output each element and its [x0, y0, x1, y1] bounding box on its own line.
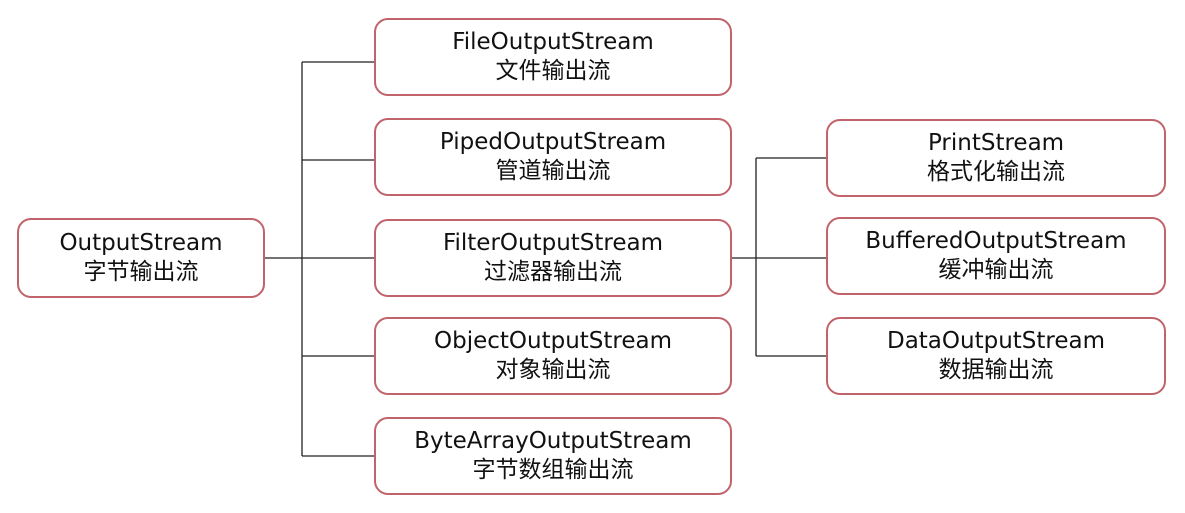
node-description: 过滤器输出流: [484, 259, 622, 285]
node-dataoutputstream: DataOutputStream 数据输出流: [826, 317, 1166, 395]
node-bufferedoutputstream: BufferedOutputStream 缓冲输出流: [826, 217, 1166, 295]
node-description: 字节输出流: [83, 259, 199, 285]
node-description: 数据输出流: [938, 357, 1054, 383]
node-class-name: BufferedOutputStream: [865, 228, 1127, 255]
node-fileoutputstream: FileOutputStream 文件输出流: [374, 18, 732, 96]
node-class-name: FileOutputStream: [452, 29, 654, 56]
node-class-name: FilterOutputStream: [442, 230, 664, 257]
node-pipedoutputstream: PipedOutputStream 管道输出流: [374, 118, 732, 196]
node-class-name: DataOutputStream: [886, 328, 1106, 355]
node-description: 字节数组输出流: [472, 457, 634, 483]
node-printstream: PrintStream 格式化输出流: [826, 119, 1166, 197]
node-class-name: PrintStream: [927, 130, 1065, 157]
node-class-name: ObjectOutputStream: [433, 328, 673, 355]
node-objectoutputstream: ObjectOutputStream 对象输出流: [374, 317, 732, 395]
node-description: 格式化输出流: [927, 159, 1065, 185]
node-outputstream: OutputStream 字节输出流: [17, 218, 265, 298]
node-description: 文件输出流: [495, 58, 611, 84]
node-description: 管道输出流: [495, 158, 611, 184]
node-description: 对象输出流: [495, 357, 611, 383]
node-description: 缓冲输出流: [938, 257, 1054, 283]
node-class-name: ByteArrayOutputStream: [414, 428, 692, 455]
node-class-name: PipedOutputStream: [439, 129, 667, 156]
node-class-name: OutputStream: [59, 230, 223, 257]
node-bytearrayoutputstream: ByteArrayOutputStream 字节数组输出流: [374, 417, 732, 495]
node-filteroutputstream: FilterOutputStream 过滤器输出流: [374, 219, 732, 297]
